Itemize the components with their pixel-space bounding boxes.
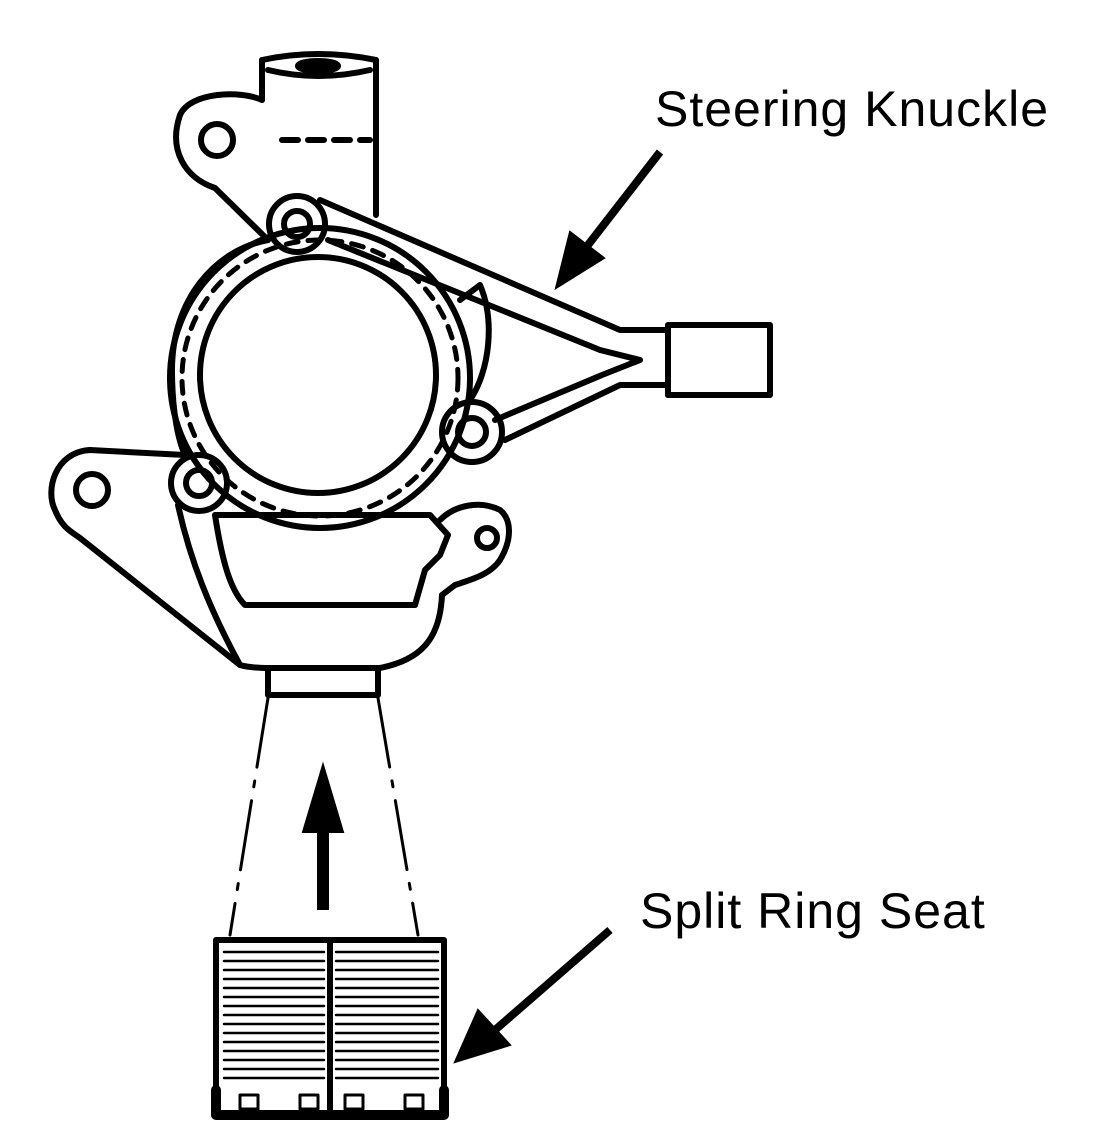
seat-hatching <box>222 950 440 1080</box>
lower-left-ear <box>48 447 243 668</box>
steering-arm <box>317 197 773 443</box>
arrow-down-left-icon <box>453 926 613 1064</box>
knuckle-top-post <box>259 51 379 218</box>
split-ring-seat-label: Split Ring Seat <box>640 883 986 939</box>
lower-body <box>175 501 512 698</box>
split-ring-seat-part <box>211 937 449 1120</box>
steering-knuckle-label: Steering Knuckle <box>655 81 1050 137</box>
bolt-bosses <box>168 193 505 551</box>
steering-knuckle-part <box>48 51 773 698</box>
arrow-down-left-icon <box>554 149 664 291</box>
installation-guide-lines <box>228 696 420 937</box>
upper-left-ear <box>173 91 271 243</box>
arrow-up-icon <box>301 761 345 910</box>
